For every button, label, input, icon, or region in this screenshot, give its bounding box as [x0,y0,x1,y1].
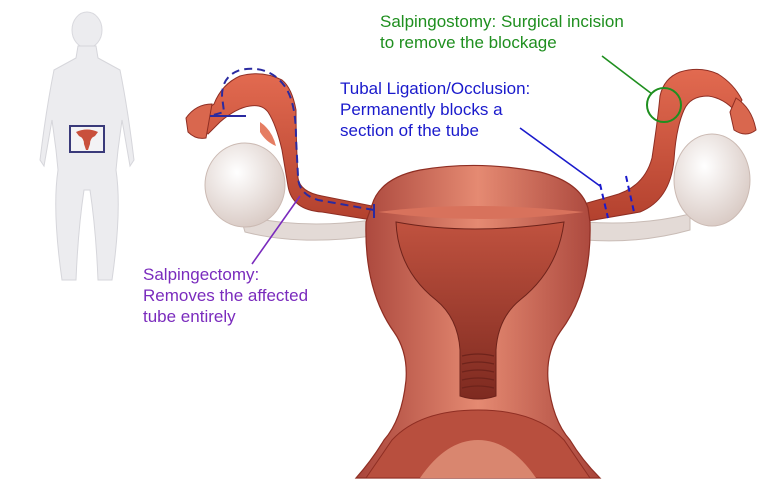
salpingostomy-leader [601,55,653,95]
salpingectomy-label: Salpingectomy: Removes the affected tube… [143,264,308,327]
right-fallopian-tube [579,68,757,223]
uterus-thumbnail-icon [69,125,105,153]
ligation-leader [519,127,601,187]
ligation-marks [599,175,635,219]
salpingostomy-label: Salpingostomy: Surgical incision to remo… [380,11,624,53]
salpingectomy-line-1: Salpingectomy: [143,265,260,284]
uterus [354,164,602,479]
salpingostomy-marker [646,87,682,123]
salpingostomy-line-1: Salpingostomy: Surgical incision [380,12,624,31]
ligation-line-3: section of the tube [340,121,479,140]
salpingectomy-outline [209,67,375,218]
ligation-line-2: Permanently blocks a [340,100,503,119]
salpingectomy-line-2: Removes the affected [143,286,309,305]
body-silhouette-icon [39,11,135,281]
ligation-label: Tubal Ligation/Occlusion: Permanently bl… [340,78,530,141]
salpingectomy-line-3: tube entirely [143,307,236,326]
salpingostomy-line-2: to remove the blockage [380,33,557,52]
salpingectomy-leader [251,195,301,265]
right-ovary [584,133,751,242]
ligation-line-1: Tubal Ligation/Occlusion: [340,79,531,98]
